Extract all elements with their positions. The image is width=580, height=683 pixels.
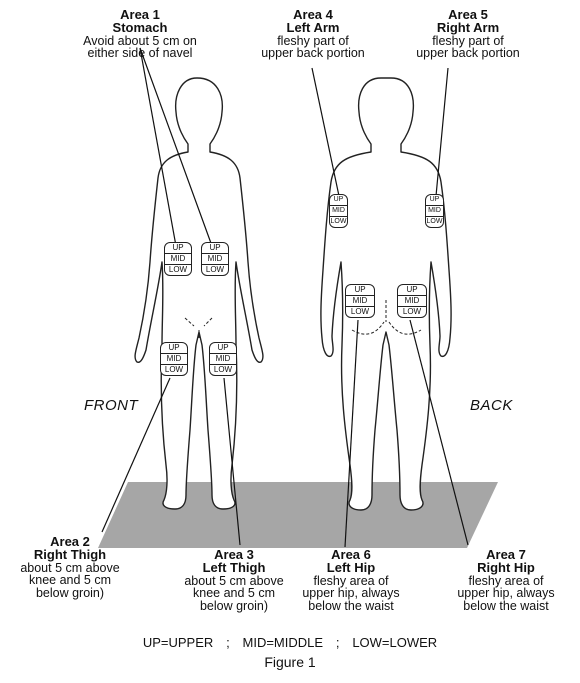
area-4-title: Area 4 <box>293 7 333 22</box>
legend-separator: ; <box>226 635 230 650</box>
floor-shadow <box>98 482 498 548</box>
legend-separator: ; <box>335 635 340 650</box>
pointer-area-2 <box>101 377 171 533</box>
area-1-desc: Avoid about 5 cm on <box>83 33 197 48</box>
area-6-title: Area 6 <box>331 547 371 562</box>
area-6-desc: below the waist <box>308 599 394 613</box>
area-6-desc: fleshy area of <box>313 573 389 588</box>
label-area-2: Area 2 Right Thigh about 5 cm above knee… <box>0 535 140 600</box>
area-2-desc: knee and 5 cm <box>29 573 111 588</box>
legend-lower: LOW=LOWER <box>352 635 438 650</box>
area-1-desc: either side of navel <box>87 46 193 61</box>
area-1-subtitle: Stomach <box>112 20 168 36</box>
area-7-desc: below the waist <box>463 599 549 613</box>
label-area-7: Area 7 Right Hip fleshy area of upper hi… <box>436 548 576 613</box>
area-7-title: Area 7 <box>486 547 526 562</box>
area-7-subtitle: Right Hip <box>477 560 535 576</box>
area-2-title: Area 2 <box>50 534 90 549</box>
area-4-desc: upper back portion <box>261 46 365 61</box>
area-5-title: Area 5 <box>448 7 488 22</box>
label-area-3: Area 3 Left Thigh about 5 cm above knee … <box>164 548 304 613</box>
legend: UP=UPPER ; MID=MIDDLE ; LOW=LOWER <box>0 635 580 650</box>
pointer-lines <box>101 47 469 548</box>
back-body-details <box>351 300 422 335</box>
pointer-area-7 <box>409 319 469 546</box>
label-area-6: Area 6 Left Hip fleshy area of upper hip… <box>286 548 416 613</box>
pointer-area-4 <box>311 67 340 197</box>
pointer-area-1a <box>139 47 177 247</box>
label-area-4: Area 4 Left Arm fleshy part of upper bac… <box>238 8 388 60</box>
label-area-5: Area 5 Right Arm fleshy part of upper ba… <box>393 8 543 60</box>
area-2-desc: below groin) <box>35 586 105 600</box>
figure-caption: Figure 1 <box>264 654 316 670</box>
legend-middle: MID=MIDDLE <box>242 635 324 650</box>
area-1-title: Area 1 <box>120 7 160 22</box>
area-4-desc: fleshy part of <box>277 33 349 48</box>
back-body-outline <box>320 77 452 511</box>
area-5-desc: upper back portion <box>416 46 520 61</box>
front-view-label: FRONT <box>84 397 139 414</box>
area-6-subtitle: Left Hip <box>326 560 376 576</box>
area-4-subtitle: Left Arm <box>286 20 340 36</box>
label-area-1: Area 1 Stomach Avoid about 5 cm on eithe… <box>65 8 215 60</box>
area-3-desc: knee and 5 cm <box>193 586 275 601</box>
area-2-subtitle: Right Thigh <box>33 547 107 563</box>
front-body-outline <box>134 77 264 510</box>
front-body-details <box>184 317 213 338</box>
area-2-desc: about 5 cm above <box>20 560 120 575</box>
area-5-desc: fleshy part of <box>432 33 504 48</box>
area-6-desc: upper hip, always <box>302 586 400 601</box>
area-5-subtitle: Right Arm <box>436 20 500 36</box>
area-3-title: Area 3 <box>214 547 254 562</box>
back-view-label: BACK <box>470 397 513 414</box>
area-7-desc: upper hip, always <box>457 586 555 601</box>
pointer-area-6 <box>344 319 359 548</box>
area-7-desc: fleshy area of <box>468 573 544 588</box>
area-3-desc: about 5 cm above <box>184 573 284 588</box>
pointer-area-3 <box>223 377 241 546</box>
legend-upper: UP=UPPER <box>142 635 214 650</box>
pointer-area-1b <box>139 47 213 247</box>
pointer-area-5 <box>435 67 449 197</box>
area-3-desc: below groin) <box>199 599 269 613</box>
area-3-subtitle: Left Thigh <box>202 560 266 576</box>
